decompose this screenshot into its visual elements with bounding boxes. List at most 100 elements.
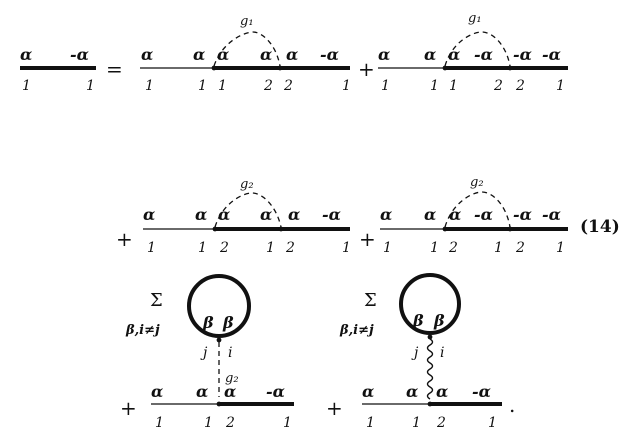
label: -α: [320, 45, 339, 64]
label: α: [224, 382, 236, 401]
index: 2: [219, 240, 229, 256]
label: β: [222, 313, 234, 332]
index: 1: [147, 240, 156, 256]
index: 1: [198, 240, 207, 256]
label: -α: [513, 45, 532, 64]
coupling-label: g₂: [470, 175, 484, 190]
row-3: Σ β,i≠j β β j i g₂ + α α 1 1 α -α 2 1 Σ: [120, 273, 515, 431]
index: 2: [263, 78, 273, 94]
equals-sign: =: [106, 57, 123, 81]
term-1-1: α α 1 1 g₁ α α 1 2 α -α 2 1: [140, 14, 351, 94]
interaction-arc: [444, 31, 511, 67]
row-1: α -α 1 1 = α α 1 1 g₁ α α 1 2 α -α 2: [20, 11, 568, 94]
vertex-dot: [216, 337, 222, 343]
interaction-arc: [444, 191, 511, 228]
index: 2: [283, 78, 293, 94]
label: -α: [322, 205, 341, 224]
summation-symbol: Σ: [150, 290, 163, 311]
label: α: [362, 382, 374, 401]
coupling-label: g₂: [225, 371, 239, 386]
index: 1: [366, 415, 375, 431]
label: α: [424, 205, 436, 224]
index: 1: [556, 240, 565, 256]
index: 2: [225, 415, 235, 431]
label: α: [286, 45, 298, 64]
label: -α: [542, 205, 561, 224]
term-2-2: α α 1 1 g₂ α -α 2 1 -α -α 2 1: [380, 175, 568, 256]
label: α: [141, 45, 153, 64]
index: 1: [488, 415, 497, 431]
label: α: [424, 45, 436, 64]
sum-index: β,i≠j: [339, 323, 374, 338]
index: 1: [198, 78, 207, 94]
index: 2: [493, 78, 503, 94]
coupling-label: g₂: [240, 177, 254, 192]
term-2-1: α α 1 1 g₂ α α 2 1 α -α 2 1: [143, 177, 351, 256]
label: α: [217, 45, 229, 64]
summation-symbol: Σ: [364, 290, 377, 311]
index: 1: [22, 78, 31, 94]
coupling-label: g₁: [240, 14, 254, 29]
label: α: [436, 382, 448, 401]
index: 1: [449, 78, 458, 94]
label: α: [195, 205, 207, 224]
term-1-2: α α 1 1 g₁ α -α 1 2 -α -α 2 1: [378, 11, 568, 94]
index: j: [411, 345, 419, 361]
label: -α: [266, 382, 285, 401]
label: α: [406, 382, 418, 401]
index: 1: [145, 78, 154, 94]
label: -α: [474, 45, 493, 64]
index: 1: [204, 415, 213, 431]
label: β: [412, 311, 424, 330]
index: 2: [285, 240, 295, 256]
index: 1: [342, 78, 351, 94]
index: i: [440, 345, 444, 361]
equation-number: (14): [580, 217, 620, 237]
label: α: [288, 205, 300, 224]
plus-sign: +: [116, 227, 133, 251]
term-3-2: Σ β,i≠j β β j i + α α 1 1 α -α 2 1 .: [326, 273, 515, 431]
label: α: [260, 205, 272, 224]
interaction-arc: [214, 192, 282, 228]
index: 1: [342, 240, 351, 256]
plus-sign: +: [359, 227, 376, 251]
label: β: [202, 313, 214, 332]
index: 1: [381, 78, 390, 94]
interaction-arc: [213, 31, 281, 67]
index: 2: [515, 240, 525, 256]
label: -α: [542, 45, 561, 64]
label: α: [378, 45, 390, 64]
loop-propagator: [187, 274, 251, 338]
index: 1: [430, 240, 439, 256]
label: α: [196, 382, 208, 401]
index: 1: [412, 415, 421, 431]
loop-propagator: [399, 273, 461, 335]
label: α: [380, 205, 392, 224]
coupling-label: g₁: [468, 11, 482, 26]
plus-sign: +: [120, 396, 137, 420]
index: 1: [86, 78, 95, 94]
index: j: [200, 345, 208, 361]
label: -α: [474, 205, 493, 224]
label: α: [260, 45, 272, 64]
plus-sign: +: [326, 396, 343, 420]
index: i: [228, 345, 232, 361]
sum-index: β,i≠j: [125, 323, 160, 338]
index: 1: [556, 78, 565, 94]
label: -α: [70, 45, 89, 64]
index: 1: [430, 78, 439, 94]
index: 1: [155, 415, 164, 431]
lhs-propagator: α -α 1 1: [20, 45, 96, 94]
wavy-interaction-line: [426, 338, 434, 400]
term-3-1: Σ β,i≠j β β j i g₂ + α α 1 1 α -α 2 1: [120, 274, 294, 431]
label: β: [433, 311, 445, 330]
index: 1: [266, 240, 275, 256]
index: 2: [515, 78, 525, 94]
label: α: [143, 205, 155, 224]
index: 2: [448, 240, 458, 256]
label: α: [20, 45, 32, 64]
label: α: [218, 205, 230, 224]
index: 2: [436, 415, 446, 431]
period: .: [509, 393, 515, 417]
index: 1: [218, 78, 227, 94]
